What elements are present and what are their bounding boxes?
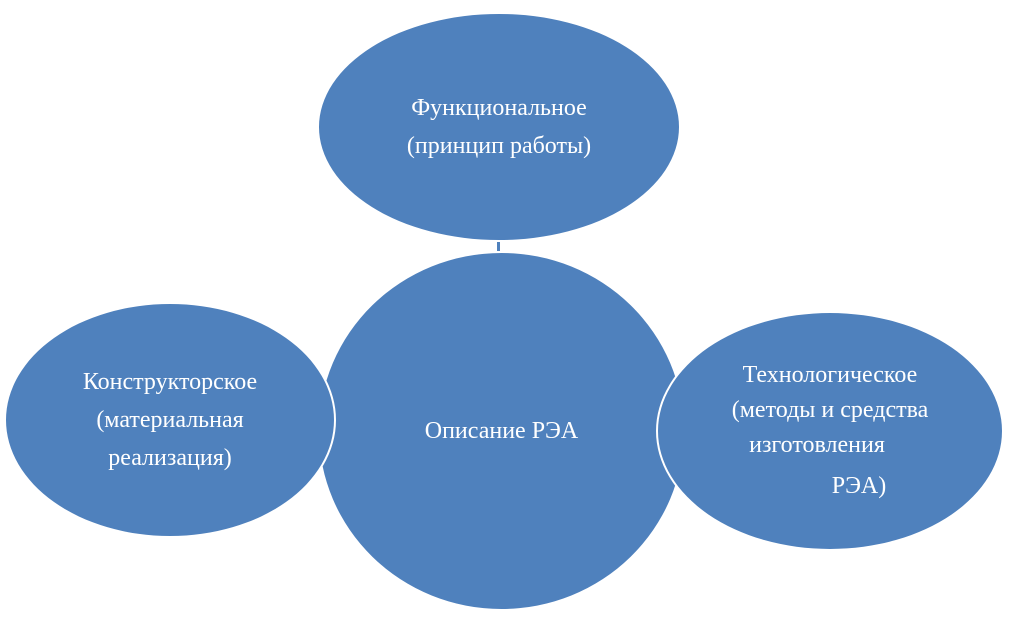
right-node-line-3: изготовления — [749, 432, 885, 458]
center-node: Описание РЭА — [317, 251, 686, 611]
left-node-line-3: реализация) — [108, 445, 232, 471]
right-node-line-4: РЭА) — [831, 473, 887, 499]
top-node-text: Функциональное (принцип работы) — [319, 89, 679, 165]
top-node-line-2: (принцип работы) — [406, 133, 592, 159]
top-node-line-1: Функциональное — [411, 95, 587, 121]
left-node-text: Конструкторское (материальная реализация… — [6, 363, 334, 477]
top-connector — [497, 242, 500, 251]
left-node: Конструкторское (материальная реализация… — [4, 302, 336, 538]
center-node-text: Описание РЭА — [319, 412, 684, 450]
top-node: Функциональное (принцип работы) — [317, 12, 681, 242]
center-node-label: Описание РЭА — [424, 418, 579, 444]
right-node-line-2: (методы и средства — [731, 397, 929, 423]
right-node: Технологическое (методы и средства изгот… — [656, 311, 1004, 551]
left-node-line-1: Конструкторское — [82, 369, 258, 395]
left-node-line-2: (материальная — [96, 407, 244, 433]
right-node-text: Технологическое (методы и средства изгот… — [658, 358, 1002, 504]
right-node-line-1: Технологическое — [742, 362, 918, 388]
